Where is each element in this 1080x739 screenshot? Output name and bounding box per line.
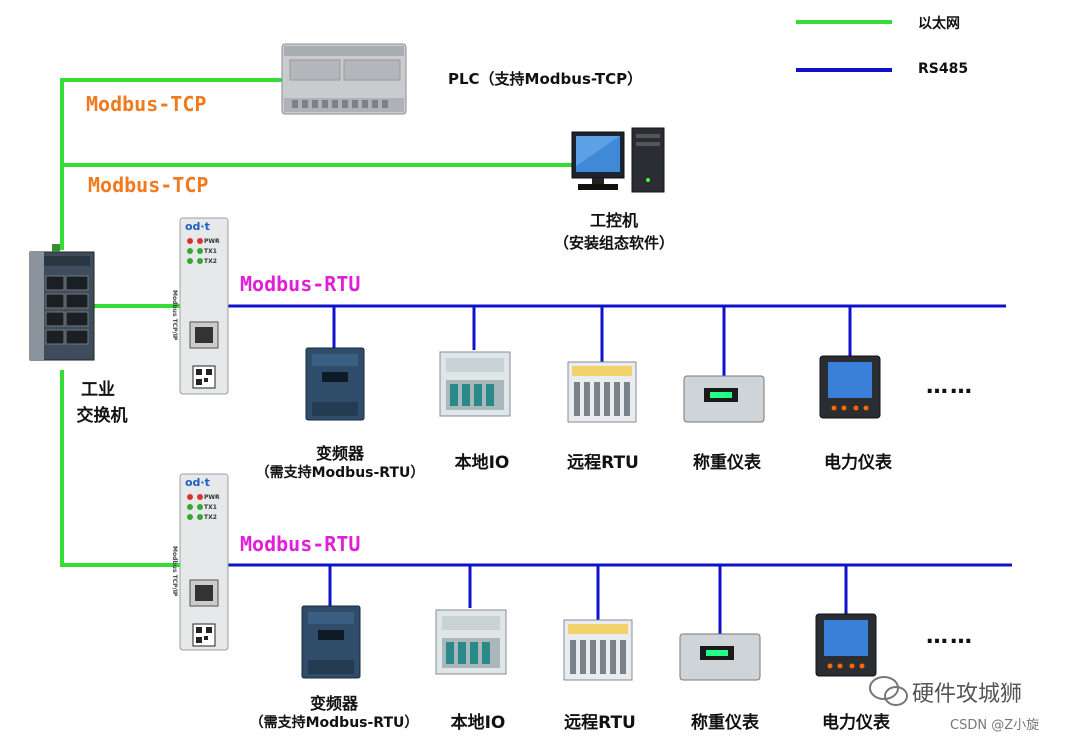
gateway-led-label: TX1 xyxy=(204,504,217,511)
vfd-label-line2: （需支持Modbus-RTU） xyxy=(249,715,419,731)
watermark-wechat: 硬件攻城狮 xyxy=(912,682,1023,707)
weighing-instrument-icon xyxy=(679,633,761,681)
switch-label-line1: 工业 xyxy=(81,380,115,400)
rs485-bus-2 xyxy=(228,563,1012,634)
gateway-model: Modbus TCP/IP xyxy=(171,546,178,597)
industrial-pc-icon xyxy=(571,127,665,193)
vfd-icon xyxy=(301,605,361,679)
gateway-brand: od·t xyxy=(185,220,210,233)
rs485-bus-1 xyxy=(228,304,1006,376)
wechat-icon xyxy=(869,676,908,706)
gateway-brand: od·t xyxy=(185,476,210,489)
remote-rtu-label: 远程RTU xyxy=(564,713,636,733)
switch-label-line2: 交换机 xyxy=(76,406,128,426)
protocol-label-tcp: Modbus-TCP xyxy=(88,173,209,197)
vfd-label-line2: （需支持Modbus-RTU） xyxy=(255,465,425,481)
remote-rtu-label: 远程RTU xyxy=(567,453,639,473)
legend-ethernet-label: 以太网 xyxy=(918,16,960,32)
local-io-label: 本地IO xyxy=(454,453,510,473)
remote-rtu-icon xyxy=(567,361,637,423)
gateway-led-label: PWR xyxy=(204,238,220,245)
power-meter-icon xyxy=(815,613,877,677)
protocol-label-tcp: Modbus-TCP xyxy=(86,92,207,116)
gateway-icon xyxy=(179,473,229,651)
gateway-icon xyxy=(179,217,229,395)
more-devices-ellipsis: …… xyxy=(926,624,974,649)
watermark-csdn: CSDN @Z小旋 xyxy=(950,718,1040,733)
vfd-icon xyxy=(305,347,365,421)
local-io-icon xyxy=(435,609,507,675)
protocol-label-rtu: Modbus-RTU xyxy=(240,272,361,296)
local-io-icon xyxy=(439,351,511,417)
gateway-led-label: TX2 xyxy=(204,258,217,265)
vfd-label-line1: 变频器 xyxy=(315,444,365,463)
protocol-label-rtu: Modbus-RTU xyxy=(240,532,361,556)
local-io-label: 本地IO xyxy=(450,713,506,733)
power-meter-icon xyxy=(819,355,881,419)
vfd-label-line1: 变频器 xyxy=(309,694,359,713)
ipc-label-line2: （安装组态软件） xyxy=(553,234,675,252)
power-meter-label: 电力仪表 xyxy=(824,453,892,473)
ethernet-links xyxy=(60,78,575,567)
weighing-instrument-label: 称重仪表 xyxy=(691,713,759,733)
weighing-instrument-label: 称重仪表 xyxy=(693,453,761,473)
plc-icon xyxy=(281,43,407,115)
plc-label: PLC（支持Modbus-TCP） xyxy=(448,70,643,88)
remote-rtu-icon xyxy=(563,619,633,681)
legend-rs485-label: RS485 xyxy=(918,61,969,77)
more-devices-ellipsis: …… xyxy=(926,374,974,399)
industrial-switch-icon xyxy=(29,244,95,361)
weighing-instrument-icon xyxy=(683,375,765,423)
gateway-led-label: TX1 xyxy=(204,248,217,255)
ipc-label-line1: 工控机 xyxy=(589,211,639,230)
power-meter-label: 电力仪表 xyxy=(822,713,890,733)
gateway-led-label: TX2 xyxy=(204,514,217,521)
gateway-model: Modbus TCP/IP xyxy=(171,290,178,341)
gateway-led-label: PWR xyxy=(204,494,220,501)
